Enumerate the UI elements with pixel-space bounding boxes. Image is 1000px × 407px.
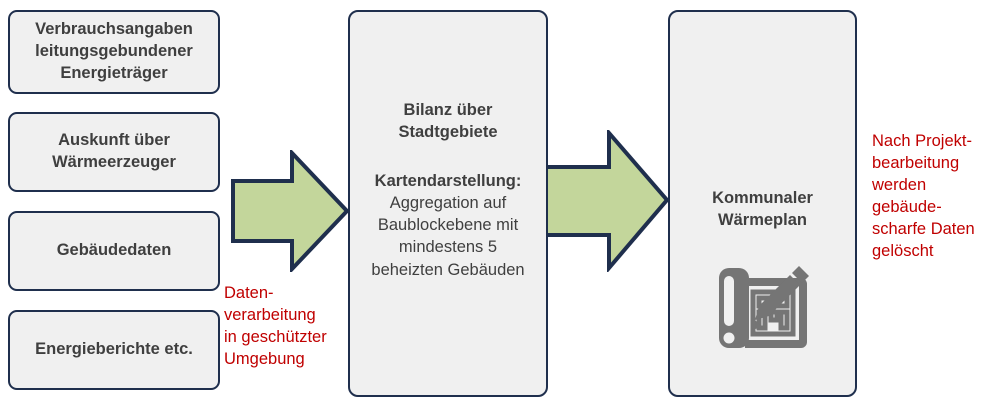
arrow-process-to-output-icon <box>548 130 670 272</box>
input-box-verbrauchsangaben[interactable]: Verbrauchsangaben leitungsgebundener Ene… <box>8 10 220 94</box>
note-data-processing: Daten- verarbeitung in geschützter Umgeb… <box>224 284 327 368</box>
process-box-bilanz-stadtgebiete[interactable]: Bilanz über Stadtgebiete Kartendarstellu… <box>348 10 548 397</box>
process-box-content: Bilanz über Stadtgebiete Kartendarstellu… <box>350 99 546 281</box>
input-box-energieberichte[interactable]: Energieberichte etc. <box>8 310 220 390</box>
process-box-title: Bilanz über Stadtgebiete <box>398 101 498 142</box>
note-data-deletion: Nach Projekt- bearbeitung werden gebäude… <box>872 132 975 260</box>
input-box-label: Auskunft über Wärmeerzeuger <box>52 131 176 171</box>
process-box-subheading: Kartendarstellung: <box>374 171 522 190</box>
output-box-kommunaler-waermeplan[interactable]: Kommunaler Wärmeplan <box>668 10 857 397</box>
blueprint-pencil-icon <box>718 265 809 348</box>
input-box-auskunft-waermeerzeuger[interactable]: Auskunft über Wärmeerzeuger <box>8 112 220 192</box>
input-box-label: Verbrauchsangaben leitungsgebundener Ene… <box>35 20 193 82</box>
arrow-inputs-to-process-icon <box>231 150 350 272</box>
output-box-title: Kommunaler Wärmeplan <box>712 189 813 230</box>
input-box-label: Gebäudedaten <box>56 241 172 260</box>
input-box-gebaeudedaten[interactable]: Gebäudedaten <box>8 211 220 291</box>
process-box-subtext: Aggregation auf Baublockebene mit mindes… <box>371 193 525 279</box>
input-box-label: Energieberichte etc. <box>35 340 193 359</box>
